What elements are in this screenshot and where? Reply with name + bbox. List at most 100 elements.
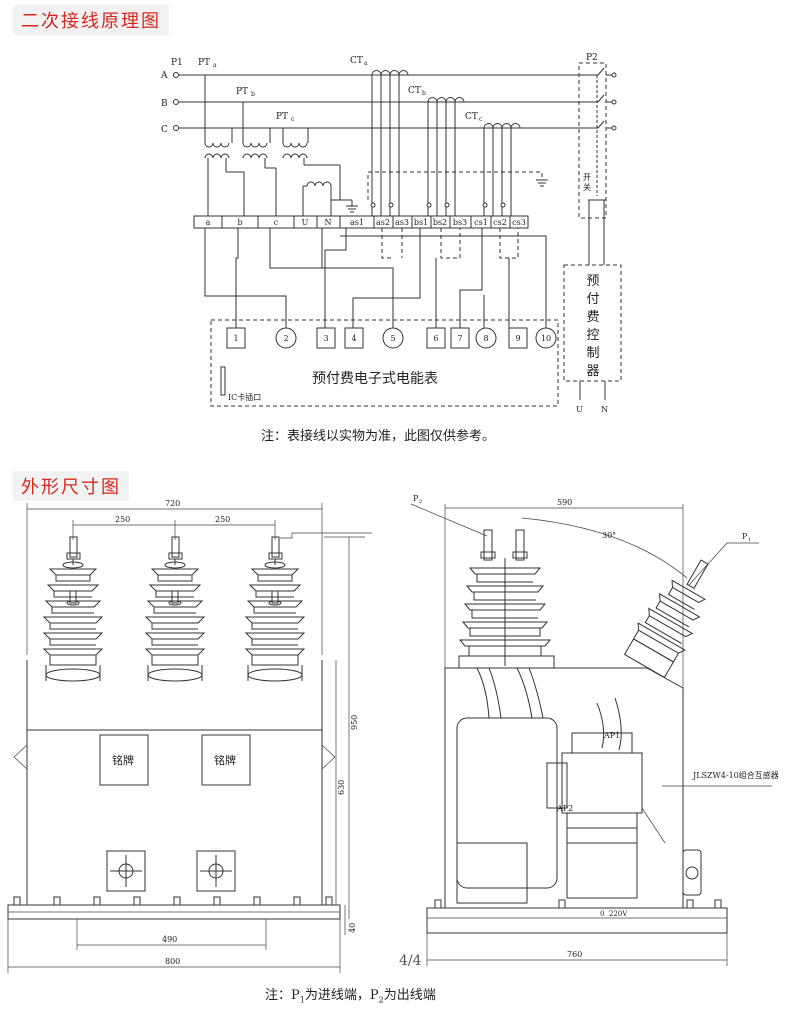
side-bolts <box>432 899 724 909</box>
switch-label-2: 关 <box>583 182 591 192</box>
meter-terminal-10: 10 <box>541 334 551 343</box>
ic-slot <box>220 366 226 396</box>
dims-note-mid: 为进线端，P <box>304 988 379 1003</box>
pt-b-sub: b <box>251 91 255 98</box>
phase-a-label: A <box>160 71 168 81</box>
wiring-diagram: P1 A B C PT a PT b PT c <box>160 53 622 414</box>
wiring-section-title: 二次接线原理图 <box>13 5 169 35</box>
phase-c-label: C <box>161 125 168 135</box>
dims-note: 注：P1为进线端，P2为出线端 <box>265 984 436 1005</box>
side-voltage-label: 220V <box>609 910 628 918</box>
terminal-bs3: bs3 <box>453 218 467 227</box>
svg-text:付: 付 <box>586 292 599 307</box>
front-dim-40: 40 <box>348 923 357 933</box>
pt-c-label: PT <box>276 112 288 122</box>
dims-note-sub2: 2 <box>378 995 384 1005</box>
terminal-u: U <box>302 218 309 227</box>
front-dim-800: 800 <box>165 957 180 966</box>
svg-text:制: 制 <box>586 346 599 361</box>
ct-c-label: CT <box>465 112 478 122</box>
svg-text:预: 预 <box>586 274 599 289</box>
meter-terminals: 1 2 3 4 5 6 7 8 9 10 <box>226 327 557 349</box>
svg-text:控: 控 <box>586 328 599 343</box>
pt-b-label: PT <box>236 87 248 97</box>
front-bolts <box>11 896 335 906</box>
front-insulators <box>42 536 306 682</box>
front-dim-250-left: 250 <box>115 515 130 524</box>
terminal-n: N <box>325 218 332 227</box>
terminal-bs1: bs1 <box>414 218 428 227</box>
meter-terminal-5: 5 <box>390 334 395 343</box>
side-dim-760: 760 <box>567 950 582 959</box>
ct-c-sub: c <box>479 116 483 123</box>
controller-label: 预 付 费 控 制 器 <box>586 274 599 379</box>
ct-transformers <box>371 70 521 216</box>
meter-terminal-2: 2 <box>283 334 288 343</box>
terminal-cs3: cs3 <box>512 218 526 227</box>
ct-a-label: CT <box>350 56 363 66</box>
p2-label: P2 <box>586 53 598 63</box>
meter-wiring <box>204 228 547 328</box>
side-angle-label: 30° <box>602 531 616 540</box>
side-ap2-label: AP2 <box>556 804 573 813</box>
front-dim-630: 630 <box>337 780 346 795</box>
side-dim-590: 590 <box>557 498 572 507</box>
ic-slot-label: IC卡插口 <box>228 392 261 402</box>
side-zero-label: 0 <box>600 910 604 918</box>
side-view: P 2 590 30° P 1 <box>410 494 779 966</box>
ct-b-label: CT <box>408 86 421 96</box>
side-p1-sub: 1 <box>748 537 751 543</box>
front-body <box>7 660 341 920</box>
front-dim-490: 490 <box>162 935 177 944</box>
terminal-as1: as1 <box>350 218 364 227</box>
front-dim-250-right: 250 <box>215 515 230 524</box>
terminal-b: b <box>237 218 242 227</box>
p2-switches <box>588 67 617 265</box>
front-dim-720: 720 <box>165 499 180 508</box>
page-number: 4/4 <box>399 953 422 969</box>
pt-a-sub: a <box>213 62 217 69</box>
pt-a-label: PT <box>198 58 210 68</box>
meter-terminal-6: 6 <box>433 334 438 343</box>
pt-c-sub: c <box>291 116 295 123</box>
controller-n: N <box>601 405 608 414</box>
front-view: 720 250 250 <box>7 499 372 973</box>
meter-terminal-4: 4 <box>351 334 356 343</box>
terminal-labels: a b c U N as1 as2 as3 bs1 bs2 bs3 cs1 cs… <box>206 218 526 227</box>
controller-u: U <box>576 405 583 414</box>
terminal-block <box>193 215 529 229</box>
side-ap1-label: AP1 <box>603 731 620 740</box>
side-model-label: JLSZW4-10组合互感器 <box>692 770 779 780</box>
terminal-cs2: cs2 <box>493 218 507 227</box>
nameplate-1: 铭牌 <box>112 753 134 767</box>
terminal-bs2: bs2 <box>433 218 447 227</box>
switch-label-1: 开 <box>583 173 591 182</box>
side-inclined-insulator <box>623 559 709 679</box>
side-p2-sub: 2 <box>419 499 422 505</box>
front-dim-950: 950 <box>350 715 359 730</box>
meter-terminal-8: 8 <box>483 334 488 343</box>
ct-b-sub: b <box>422 90 426 97</box>
meter-terminal-1: 1 <box>233 334 238 343</box>
terminal-as2: as2 <box>376 218 390 227</box>
terminal-as3: as3 <box>395 218 409 227</box>
ct-a-sub: a <box>364 60 368 67</box>
ct-ground <box>367 171 548 208</box>
pt-transformers <box>204 75 358 216</box>
dims-note-suffix: 为出线端 <box>383 988 436 1003</box>
bus-lines <box>173 72 595 131</box>
dims-section-title: 外形尺寸图 <box>13 471 129 501</box>
side-insulators <box>458 529 555 719</box>
wiring-note: 注：表接线以实物为准，此图仅供参考。 <box>261 429 496 444</box>
meter-label: 预付费电子式电能表 <box>312 371 438 387</box>
phase-b-label: B <box>161 99 168 109</box>
dims-note-prefix: 注：P <box>265 988 300 1003</box>
svg-text:费: 费 <box>586 310 599 325</box>
dims-note-sub1: 1 <box>299 995 305 1005</box>
meter-terminal-9: 9 <box>515 334 520 343</box>
terminal-c: c <box>274 218 279 227</box>
p1-label: P1 <box>171 58 183 68</box>
meter-box <box>210 319 559 407</box>
meter-terminal-7: 7 <box>457 334 462 343</box>
nameplate-2: 铭牌 <box>214 753 236 767</box>
